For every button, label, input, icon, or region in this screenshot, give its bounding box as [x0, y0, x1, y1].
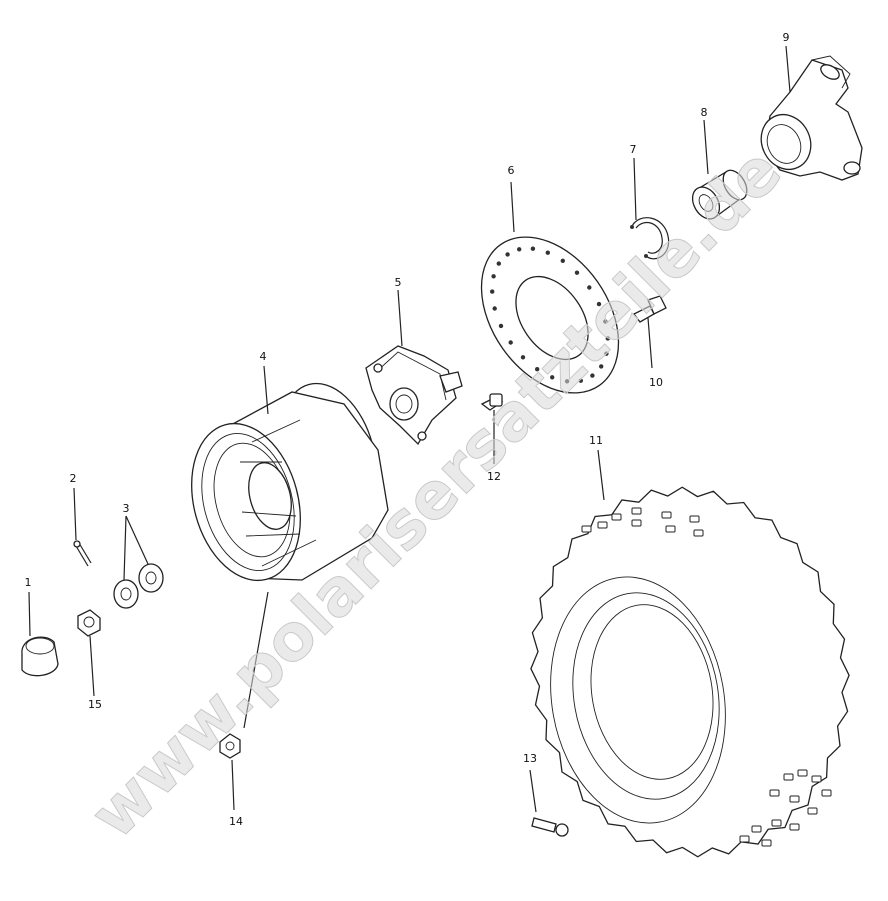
disc-hole [599, 364, 604, 369]
disc-hole [490, 289, 495, 294]
tread-lug [661, 511, 672, 519]
tread-lug [597, 521, 608, 529]
disc-hole [596, 301, 602, 307]
callout-13: 13 [523, 752, 537, 765]
tread-lug [771, 819, 782, 827]
tread-lug [783, 773, 794, 781]
disc-hole [535, 367, 540, 372]
tread-lug [631, 507, 642, 515]
callout-labels: 1 2 3 4 5 6 7 8 9 10 11 12 13 14 15 [25, 31, 790, 828]
disc-hole [605, 336, 610, 341]
disc-hole [590, 373, 595, 378]
part-1-hub-cap [21, 636, 59, 677]
part-5-hub [365, 345, 463, 446]
callout-5: 5 [395, 276, 402, 289]
disc-hole [517, 247, 522, 252]
part-6-brake-disc [480, 236, 620, 394]
disc-hole [603, 319, 608, 324]
disc-hole [564, 379, 570, 384]
tread-lug [789, 823, 800, 831]
disc-hole [578, 378, 583, 383]
callout-1: 1 [25, 576, 32, 589]
disc-hole [520, 355, 526, 360]
callout-7: 7 [630, 143, 637, 156]
disc-hole [496, 261, 501, 266]
disc-hole [574, 270, 580, 275]
tread-lug [739, 835, 750, 843]
disc-hole [505, 252, 510, 257]
tread-lug [811, 775, 822, 783]
part-7-snap-ring [630, 217, 670, 260]
callout-3: 3 [123, 502, 130, 515]
part-8-bearing [691, 169, 748, 220]
tread-lug [789, 795, 800, 803]
disc-hole [604, 351, 609, 356]
callout-8: 8 [701, 106, 708, 119]
tread-lug [807, 807, 818, 815]
part-2-cotter-pin [73, 540, 92, 567]
part-15-nut [77, 609, 101, 637]
callout-15: 15 [88, 698, 102, 711]
part-3-washers [113, 563, 164, 609]
disc-hole [587, 285, 592, 290]
disc-hole [498, 323, 504, 329]
part-10-bolt [633, 295, 667, 323]
part-13-valve-stem [531, 817, 569, 837]
part-11-tire [530, 486, 850, 858]
callout-14: 14 [229, 815, 243, 828]
leader-lines [28, 45, 791, 813]
brake-disc-holes [490, 246, 610, 384]
tread-lug [665, 525, 676, 533]
part-12-stud [480, 393, 504, 411]
tread-lug [797, 769, 808, 777]
disc-hole [491, 274, 496, 279]
callout-10: 10 [649, 376, 663, 389]
tread-lug [761, 839, 772, 847]
disc-hole [550, 375, 555, 380]
part-14-lug-nut [219, 733, 241, 759]
callout-6: 6 [508, 164, 515, 177]
callout-11: 11 [589, 434, 603, 447]
tread-lug [693, 529, 704, 537]
callout-12: 12 [487, 470, 501, 483]
tread-lug [581, 525, 592, 533]
tread-lug [689, 515, 700, 523]
part-4-rim [191, 382, 389, 582]
callout-9: 9 [783, 31, 790, 44]
tread-lug [611, 513, 622, 521]
tread-lug [631, 519, 642, 527]
tread-lug [751, 825, 762, 833]
disc-hole [492, 306, 497, 311]
disc-hole [530, 246, 536, 251]
disc-hole [545, 250, 550, 255]
tire-tread-lugs [581, 507, 832, 847]
callout-2: 2 [70, 472, 77, 485]
tread-lug [821, 789, 832, 797]
tread-lug [769, 789, 780, 797]
disc-hole [508, 340, 513, 345]
callout-4: 4 [260, 350, 267, 363]
disc-hole [560, 258, 565, 263]
part-9-knuckle [760, 55, 863, 181]
